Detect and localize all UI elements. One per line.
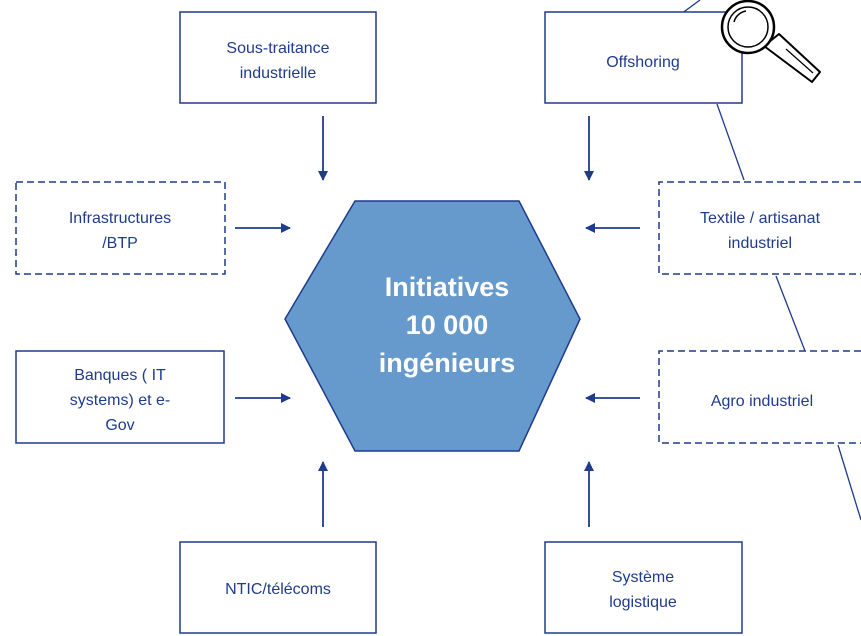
- box-banques-label-3: Gov: [105, 417, 134, 434]
- box-offshoring-label: Offshoring: [606, 54, 680, 71]
- box-infrastructures-label-2: /BTP: [102, 235, 138, 252]
- box-ntic: NTIC/télécoms: [179, 541, 377, 634]
- box-textile-label-1: Textile / artisanat: [700, 210, 821, 227]
- box-agro: Agro industriel: [658, 350, 861, 444]
- box-sous-traitance: Sous-traitance industrielle: [179, 11, 377, 104]
- arrows: [235, 116, 640, 527]
- box-ntic-label: NTIC/télécoms: [225, 581, 331, 598]
- magnifying-glass-icon: [720, 0, 821, 83]
- box-sous-traitance-label-2: industrielle: [240, 65, 317, 82]
- box-infrastructures-label-1: Infrastructures: [69, 210, 171, 227]
- box-agro-label: Agro industriel: [711, 393, 813, 410]
- box-banques-label-1: Banques ( IT: [74, 367, 166, 384]
- box-offshoring: Offshoring: [544, 11, 743, 104]
- box-infrastructures: Infrastructures /BTP: [15, 181, 226, 275]
- box-textile: Textile / artisanat industriel: [658, 181, 861, 275]
- center-label-line-3: ingénieurs: [379, 348, 516, 378]
- box-banques-label-2: systems) et e-: [70, 392, 170, 409]
- box-sous-traitance-label-1: Sous-traitance: [226, 40, 329, 57]
- box-logistique-label-2: logistique: [609, 594, 677, 611]
- box-logistique: Système logistique: [544, 541, 743, 634]
- box-logistique-label-1: Système: [612, 569, 674, 586]
- magnifier-connector-lines: [680, 0, 861, 521]
- center-label-line-2: 10 000: [406, 310, 489, 340]
- center-hexagon: Initiatives 10 000 ingénieurs: [284, 200, 581, 452]
- box-banques: Banques ( IT systems) et e- Gov: [15, 350, 225, 444]
- box-textile-label-2: industriel: [728, 235, 792, 252]
- center-label-line-1: Initiatives: [385, 272, 510, 302]
